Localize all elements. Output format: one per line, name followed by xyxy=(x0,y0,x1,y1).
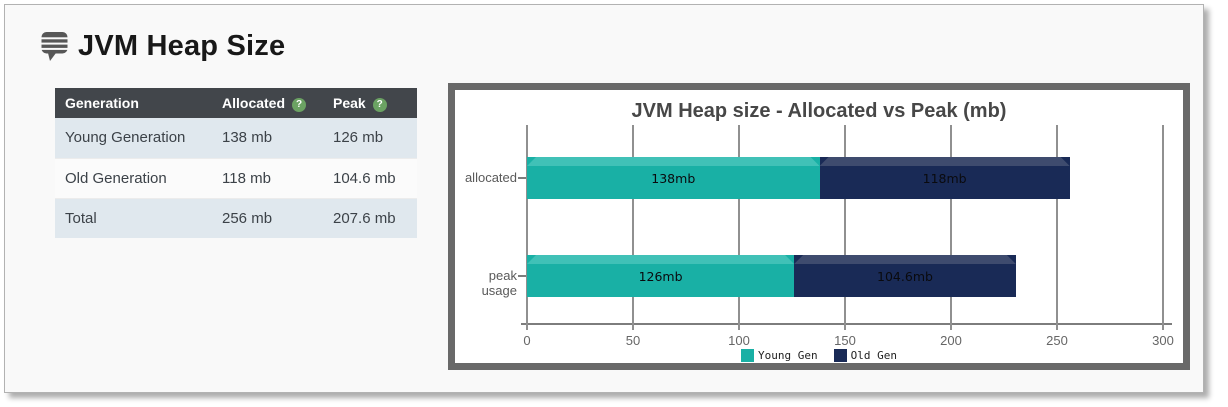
gridline xyxy=(950,125,952,330)
legend-swatch xyxy=(741,349,755,362)
page-header: JVM Heap Size xyxy=(41,30,285,63)
gridline xyxy=(1056,125,1058,330)
x-axis-line xyxy=(521,323,1172,325)
legend-swatch xyxy=(833,349,847,362)
column-header-peak: Peak? xyxy=(323,88,417,118)
bar-bevel-highlight xyxy=(794,255,1016,264)
legend-item-young-gen[interactable]: Young Gen xyxy=(741,349,818,362)
column-label: Peak xyxy=(333,94,366,111)
column-label: Allocated xyxy=(222,94,286,111)
x-tick-label: 200 xyxy=(940,333,962,348)
bar-bevel-highlight xyxy=(820,157,1070,166)
cell-generation: Young Generation xyxy=(55,118,212,158)
column-header-generation: Generation xyxy=(55,88,212,118)
gridline xyxy=(1162,125,1164,330)
table-header-row: Generation Allocated? Peak? xyxy=(55,88,417,118)
heap-table: Generation Allocated? Peak? Young Genera… xyxy=(55,88,417,238)
bar-bevel-highlight xyxy=(527,255,794,264)
gridline xyxy=(844,125,846,330)
chart-title: JVM Heap size - Allocated vs Peak (mb) xyxy=(631,100,1007,122)
content-card: JVM Heap Size Generation Allocated? Peak… xyxy=(4,4,1204,393)
gridline xyxy=(526,125,528,330)
column-label: Generation xyxy=(65,95,139,111)
gridline xyxy=(632,125,634,330)
chart-panel: JVM Heap size - Allocated vs Peak (mb) 0… xyxy=(448,83,1190,370)
table-row: Old Generation 118 mb 104.6 mb xyxy=(55,157,417,199)
page-title: JVM Heap Size xyxy=(78,30,286,62)
bar-value-label: 126mb xyxy=(638,268,683,284)
category-label: peak usage xyxy=(481,268,517,298)
legend-label: Young Gen xyxy=(758,349,818,362)
gridline xyxy=(738,125,740,330)
x-tick-label: 50 xyxy=(625,333,641,348)
help-icon[interactable]: ? xyxy=(372,97,387,112)
help-icon[interactable]: ? xyxy=(292,97,307,112)
legend-label: Old Gen xyxy=(850,349,897,362)
cell-allocated: 256 mb xyxy=(212,198,323,238)
cell-peak: 207.6 mb xyxy=(323,198,417,238)
bar-segment-old-gen[interactable]: 118mb xyxy=(819,157,1070,199)
legend-item-old-gen[interactable]: Old Gen xyxy=(833,349,897,362)
bar-bevel-highlight xyxy=(527,157,820,166)
bar-value-label: 118mb xyxy=(922,170,967,186)
chart-legend: Young Gen Old Gen xyxy=(455,349,1183,362)
category-tick xyxy=(518,275,526,277)
table-row: Total 256 mb 207.6 mb xyxy=(55,198,417,238)
cell-peak: 104.6 mb xyxy=(323,157,417,199)
x-tick-label: 100 xyxy=(728,333,750,348)
bar-segment-old-gen[interactable]: 104.6mb xyxy=(794,255,1016,297)
bar-segment-young-gen[interactable]: 126mb xyxy=(527,255,795,297)
cell-generation: Total xyxy=(55,198,212,238)
column-header-allocated: Allocated? xyxy=(212,88,323,118)
plot-area: 0 50 100 150 200 250 300 allocated 138mb 118mb pea… xyxy=(455,90,1183,363)
category-tick xyxy=(518,177,526,179)
x-tick-label: 300 xyxy=(1152,333,1174,348)
cell-allocated: 118 mb xyxy=(212,157,323,199)
table-row: Young Generation 138 mb 126 mb xyxy=(55,118,417,158)
x-tick-label: 250 xyxy=(1046,333,1068,348)
heap-stack-icon xyxy=(41,32,68,61)
x-tick-label: 150 xyxy=(834,333,856,348)
bar-value-label: 104.6mb xyxy=(877,268,933,284)
cell-generation: Old Generation xyxy=(55,157,212,199)
bar-value-label: 138mb xyxy=(651,170,696,186)
x-tick-label: 0 xyxy=(523,333,531,348)
bar-segment-young-gen[interactable]: 138mb xyxy=(527,157,820,199)
category-label: allocated xyxy=(464,170,517,185)
cell-allocated: 138 mb xyxy=(212,118,323,158)
cell-peak: 126 mb xyxy=(323,118,417,158)
